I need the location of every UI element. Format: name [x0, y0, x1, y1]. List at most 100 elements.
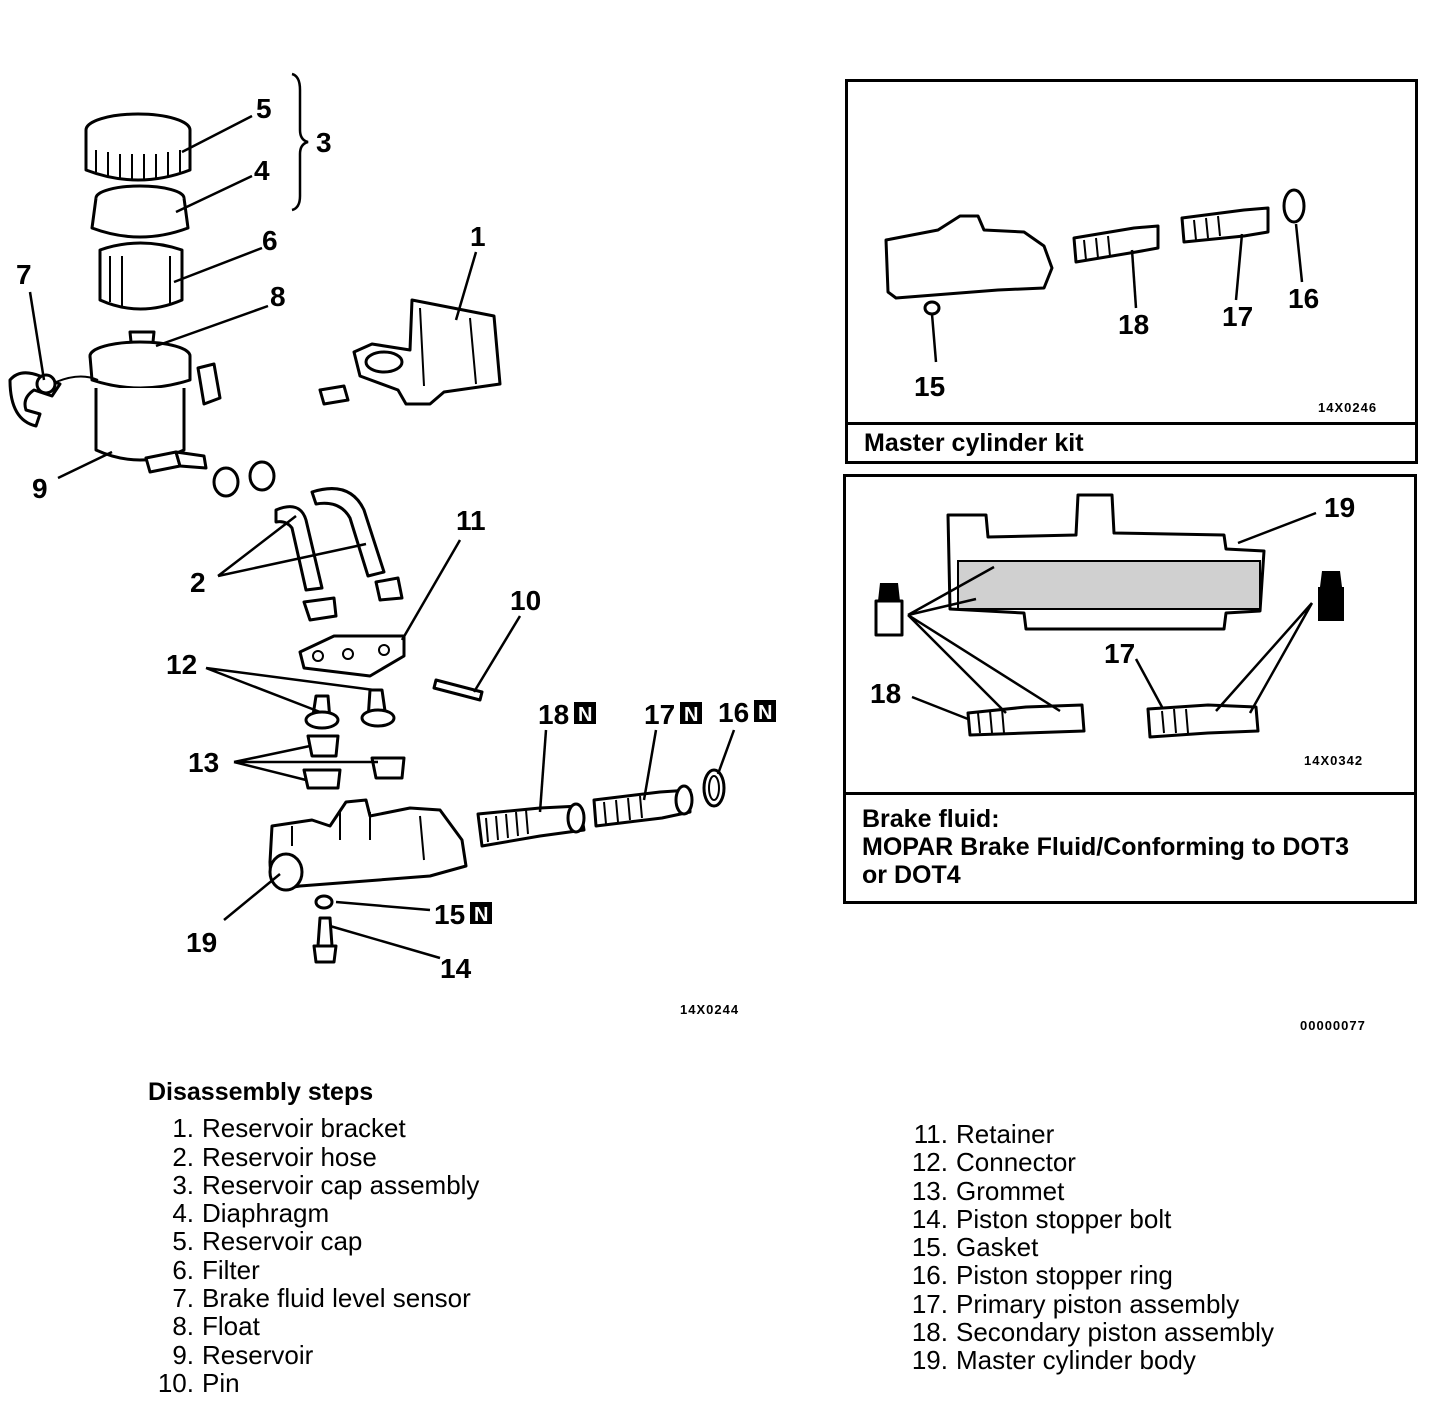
fluid-bottle-left [874, 583, 904, 637]
step-item: 18.Secondary piston assembly [904, 1318, 1274, 1347]
callout-11: 11 [456, 505, 486, 536]
steps-heading: Disassembly steps [148, 1078, 374, 1106]
step-number: 19. [911, 1345, 948, 1376]
kit-callout-17: 17 [1222, 301, 1253, 332]
fluid-caption: Brake fluid: MOPAR Brake Fluid/Conformin… [846, 792, 1414, 901]
kit-gasket [923, 300, 941, 316]
callout-13: 13 [188, 747, 219, 778]
new-part-badge-16: N [754, 700, 776, 724]
kit-callout-15: 15 [914, 371, 945, 402]
svg-text:N: N [474, 904, 488, 926]
exploded-view-diagram: 5 3 4 6 7 8 1 9 2 11 10 12 18 17 16 13 1… [8, 72, 1366, 1033]
fluid-illustration: 19 17 18 14X0342 [870, 492, 1363, 768]
piston-stopper-ring [702, 768, 726, 808]
callout-16: 16 [718, 697, 749, 728]
fluid-cylinder-body [946, 493, 1266, 631]
step-text: Pin [202, 1367, 240, 1398]
svg-text:N: N [684, 704, 698, 726]
fluid-primary-piston [1146, 703, 1260, 739]
step-text: Filter [202, 1254, 260, 1285]
leader-lines [28, 114, 736, 960]
callout-6: 6 [262, 225, 278, 256]
callout-18: 18 [538, 699, 569, 730]
step-number: 14. [911, 1203, 948, 1234]
page-code: 00000077 [1300, 1018, 1366, 1033]
kit-callout-18: 18 [1118, 309, 1149, 340]
step-item: 16.Piston stopper ring [904, 1260, 1274, 1291]
new-part-badge-17: N [680, 702, 702, 726]
kit-caption: Master cylinder kit [848, 422, 1415, 461]
fluid-callout-19: 19 [1324, 492, 1355, 523]
brake-fluid-level-sensor [8, 362, 222, 428]
step-item: 6.Filter [148, 1254, 479, 1285]
callout-15: 15 [434, 899, 465, 930]
master-cylinder-kit-box: 18 17 16 15 14X0246 Master cylinder kit [845, 79, 1418, 464]
step-text: Reservoir hose [202, 1141, 377, 1172]
step-text: Brake fluid level sensor [202, 1283, 471, 1314]
step-item: 5.Reservoir cap [148, 1227, 479, 1256]
reservoir-bracket [318, 298, 502, 406]
fluid-figure-code: 14X0342 [1304, 753, 1363, 768]
step-text: Retainer [956, 1119, 1055, 1149]
grommets [302, 734, 406, 790]
step-number: 9. [172, 1339, 194, 1370]
kit-secondary-piston [1072, 224, 1160, 264]
step-text: Reservoir bracket [202, 1113, 406, 1144]
fluid-caption-line3: or DOT4 [862, 861, 961, 889]
step-text: Gasket [956, 1232, 1039, 1263]
main-figure-code: 14X0244 [680, 1002, 739, 1017]
step-number: 4. [172, 1198, 194, 1229]
step-number: 1. [172, 1113, 194, 1144]
reservoir-hose [274, 487, 386, 592]
step-item: 8. Float [148, 1311, 479, 1342]
step-number: 17. [911, 1288, 948, 1319]
fluid-callout-18: 18 [870, 678, 901, 709]
callout-9: 9 [32, 473, 48, 504]
callout-1: 1 [470, 221, 486, 252]
callout-5: 5 [256, 93, 272, 124]
step-text: Primary piston assembly [956, 1288, 1240, 1319]
kit-callout-16: 16 [1288, 283, 1319, 314]
step-text: Diaphragm [202, 1198, 330, 1229]
step-number: 13. [911, 1175, 948, 1206]
diaphragm [90, 184, 190, 239]
hose-clamps [212, 460, 404, 622]
new-part-badge-18: N [574, 702, 596, 726]
step-text: Piston stopper ring [956, 1260, 1173, 1291]
callout-2: 2 [190, 567, 206, 598]
kit-illustration: 18 17 16 15 14X0246 [884, 188, 1377, 415]
step-item: 7. Brake fluid level sensor [148, 1283, 479, 1314]
step-item: 2.Reservoir hose [148, 1141, 479, 1172]
step-item: 11.Retainer [904, 1119, 1274, 1149]
main-callouts: 5 3 4 6 7 8 1 9 2 11 10 12 18 17 16 13 1… [16, 93, 749, 984]
step-number: 15. [911, 1232, 948, 1263]
brake-fluid-box: 19 17 18 14X0342 Brake fluid: MOPAR Brak… [843, 474, 1417, 904]
callout-4: 4 [254, 155, 270, 186]
step-item: 17. Primary piston assembly [904, 1288, 1274, 1319]
callout-10: 10 [510, 585, 541, 616]
kit-cylinder-body [884, 214, 1054, 300]
step-item: 14.Piston stopper bolt [904, 1203, 1274, 1234]
svg-text:N: N [758, 702, 772, 724]
step-number: 8. [172, 1311, 194, 1342]
step-item: 1. Reservoir bracket [148, 1113, 479, 1144]
step-number: 10. [157, 1367, 194, 1398]
kit-figure-code: 14X0246 [1318, 400, 1377, 415]
step-text: Float [202, 1311, 260, 1342]
step-number: 12. [911, 1147, 948, 1178]
fluid-callout-17: 17 [1104, 638, 1135, 669]
step-text: Reservoir [202, 1339, 314, 1370]
callout-14: 14 [440, 953, 472, 984]
step-number: 7. [172, 1283, 194, 1314]
primary-piston-assembly [592, 784, 694, 828]
pin [432, 678, 484, 702]
assembly-brace [291, 72, 309, 212]
step-item: 19.Master cylinder body [904, 1345, 1274, 1376]
fluid-secondary-piston [966, 703, 1086, 737]
step-item: 12.Connector [904, 1147, 1274, 1178]
step-number: 3. [172, 1169, 194, 1200]
step-item: 10. Pin [148, 1367, 479, 1398]
